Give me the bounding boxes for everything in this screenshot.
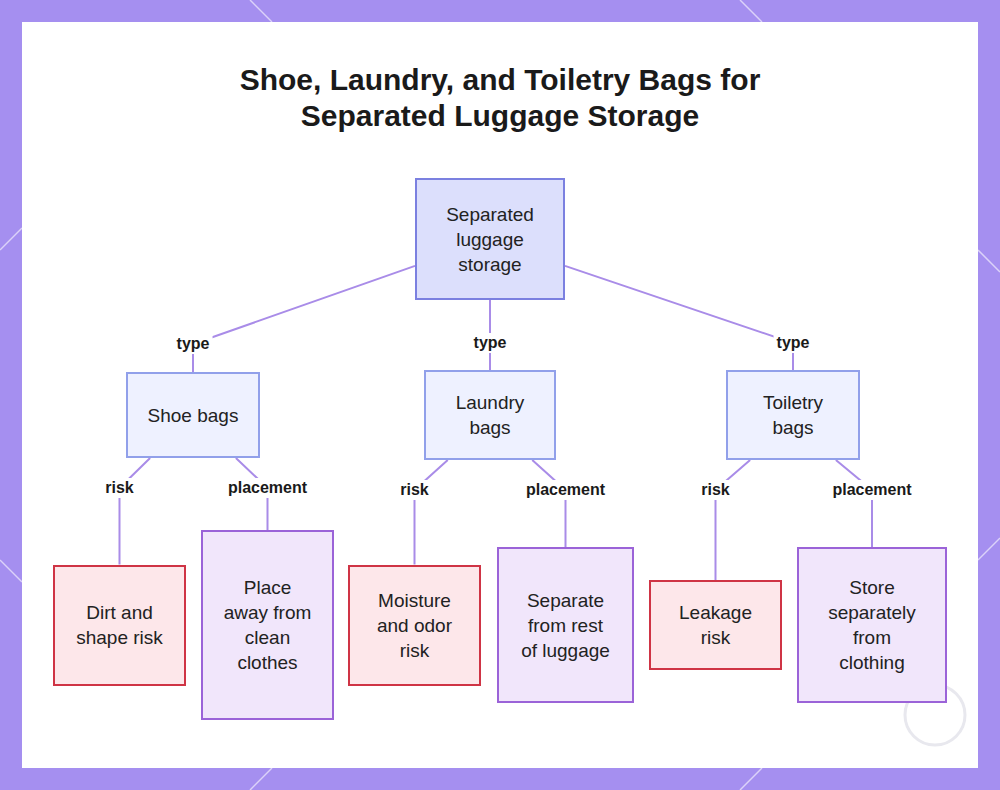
root-box: Separated luggage storage <box>415 178 565 300</box>
node-text: Moisture and odor risk <box>370 588 459 663</box>
edge-label: risk <box>102 478 136 498</box>
connector-line <box>565 266 793 370</box>
edge-label: type <box>174 334 213 354</box>
node-text: Leakage risk <box>671 600 760 650</box>
node-text: Laundry bags <box>440 390 540 440</box>
node-text: Place away from clean clothes <box>223 575 312 675</box>
connector-line <box>532 460 565 547</box>
risk-box: Moisture and odor risk <box>348 565 481 686</box>
category-box: Shoe bags <box>126 372 260 458</box>
connector-line <box>716 460 751 580</box>
edge-label: placement <box>829 480 914 500</box>
category-box: Toiletry bags <box>726 370 860 460</box>
node-text: Dirt and shape risk <box>75 600 164 650</box>
placement-box: Place away from clean clothes <box>201 530 334 720</box>
connector-line <box>836 460 872 547</box>
connector-line <box>120 458 151 565</box>
edge-label: placement <box>523 480 608 500</box>
node-text: Toiletry bags <box>742 390 844 440</box>
placement-box: Store separately from clothing <box>797 547 947 703</box>
connector-line <box>415 460 448 565</box>
edge-label: risk <box>397 480 431 500</box>
placement-box: Separate from rest of luggage <box>497 547 634 703</box>
edge-label: type <box>471 333 510 353</box>
risk-box: Leakage risk <box>649 580 782 670</box>
risk-box: Dirt and shape risk <box>53 565 186 686</box>
diagram-title: Shoe, Laundry, and Toiletry Bags for Sep… <box>190 62 810 134</box>
edge-label: risk <box>698 480 732 500</box>
edge-label: type <box>774 333 813 353</box>
category-box: Laundry bags <box>424 370 556 460</box>
node-text: Separate from rest of luggage <box>519 588 612 663</box>
connector-line <box>193 266 415 372</box>
panel <box>22 22 978 768</box>
node-text: Store separately from clothing <box>819 575 925 675</box>
node-text: Shoe bags <box>148 403 239 428</box>
node-text: Separated luggage storage <box>433 202 547 277</box>
edge-label: placement <box>225 478 310 498</box>
